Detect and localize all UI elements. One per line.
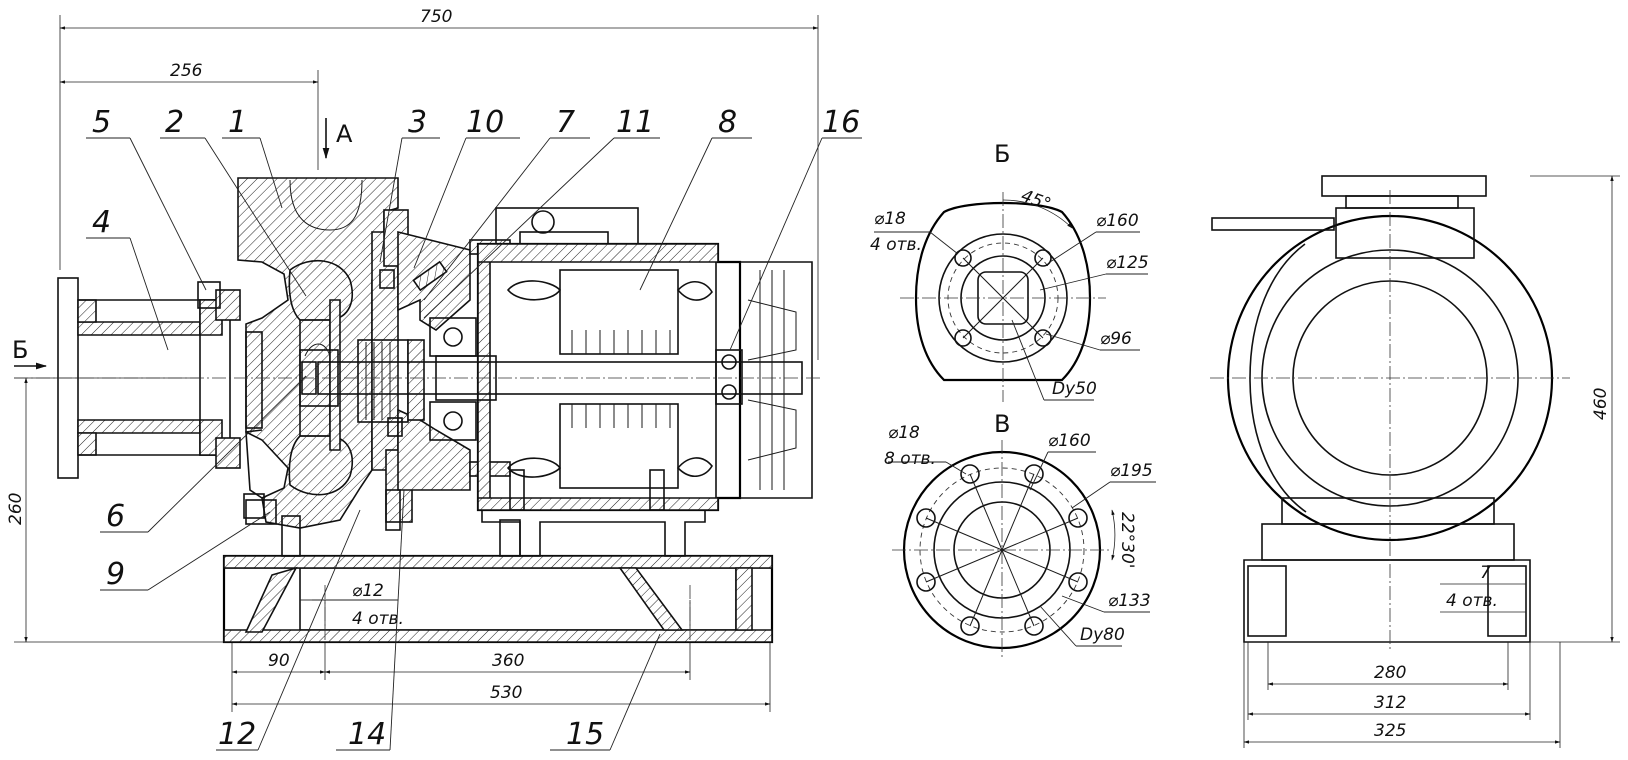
callout-1: 1 [228, 105, 247, 140]
view-v-title: В [994, 410, 1010, 438]
view-b-d160: ⌀160 [1096, 211, 1139, 231]
callout-15: 15 [566, 717, 604, 752]
base-frame [222, 554, 774, 644]
view-v-d195: ⌀195 [1110, 461, 1153, 481]
view-b-d125: ⌀125 [1106, 253, 1149, 273]
callout-2: 2 [165, 105, 184, 140]
callout-9: 9 [106, 557, 125, 592]
callout-12: 12 [218, 717, 256, 752]
foot-hole-dia: ⌀12 [352, 581, 384, 601]
callout-14: 14 [348, 717, 386, 752]
callout-5: 5 [92, 105, 111, 140]
end-hole-size: 7 [1480, 563, 1491, 583]
view-b-dn: Dy50 [1052, 379, 1097, 399]
callout-8: 8 [718, 105, 737, 140]
dim-bolt-spacing: 360 [492, 651, 524, 671]
view-v-d160: ⌀160 [1048, 431, 1091, 451]
dim-base-width-inner: 312 [1374, 693, 1406, 713]
end-view-dimensions [1243, 175, 1620, 748]
shaft [14, 355, 820, 401]
dim-flange-offset: 256 [170, 61, 203, 81]
view-v-hole-count: 8 отв. [884, 449, 936, 469]
dim-base-bolt-spacing: 280 [1374, 663, 1406, 683]
view-b-hole-count: 4 отв. [870, 235, 922, 255]
callout-11: 11 [616, 105, 654, 140]
view-v-angle: 22°30' [1117, 512, 1137, 568]
view-b-hole-dia: ⌀18 [874, 209, 906, 229]
motor-feet [481, 509, 706, 557]
callout-4: 4 [92, 205, 111, 240]
callout-3: 3 [408, 105, 427, 140]
view-b-title: Б [994, 140, 1010, 168]
pump-casing [237, 177, 413, 529]
dim-shaft-height: 260 [6, 493, 26, 525]
view-v-d133: ⌀133 [1108, 591, 1151, 611]
end-hole-count: 4 отв. [1446, 591, 1498, 611]
view-b-angle: 45° [1018, 186, 1053, 215]
dim-overall-height: 460 [1591, 388, 1611, 420]
callout-6: 6 [106, 499, 125, 534]
foot-hole-count: 4 отв. [352, 609, 404, 629]
end-view [1210, 175, 1570, 650]
callout-16: 16 [822, 105, 860, 140]
callout-10: 10 [466, 105, 504, 140]
dim-base-offset: 90 [268, 651, 290, 671]
electric-motor [476, 207, 813, 512]
callout-7: 7 [556, 105, 575, 140]
dim-base-length: 530 [490, 683, 522, 703]
view-b-flange [874, 192, 1148, 402]
callout-labels: 5 2 1 3 10 7 11 8 16 4 6 9 12 14 15 [92, 105, 860, 752]
dim-base-width-outer: 325 [1374, 721, 1406, 741]
view-arrows [14, 118, 330, 370]
bolts [197, 269, 665, 557]
view-b-d96: ⌀96 [1100, 329, 1132, 349]
dim-overall-length: 750 [420, 7, 452, 27]
callout-leaders [86, 137, 862, 751]
view-v-dn: Dy80 [1080, 625, 1125, 645]
view-arrow-a-label: A [336, 120, 353, 148]
view-v-flange [888, 440, 1156, 660]
view-v-hole-dia: ⌀18 [888, 423, 920, 443]
view-arrow-b-label: Б [12, 336, 28, 364]
